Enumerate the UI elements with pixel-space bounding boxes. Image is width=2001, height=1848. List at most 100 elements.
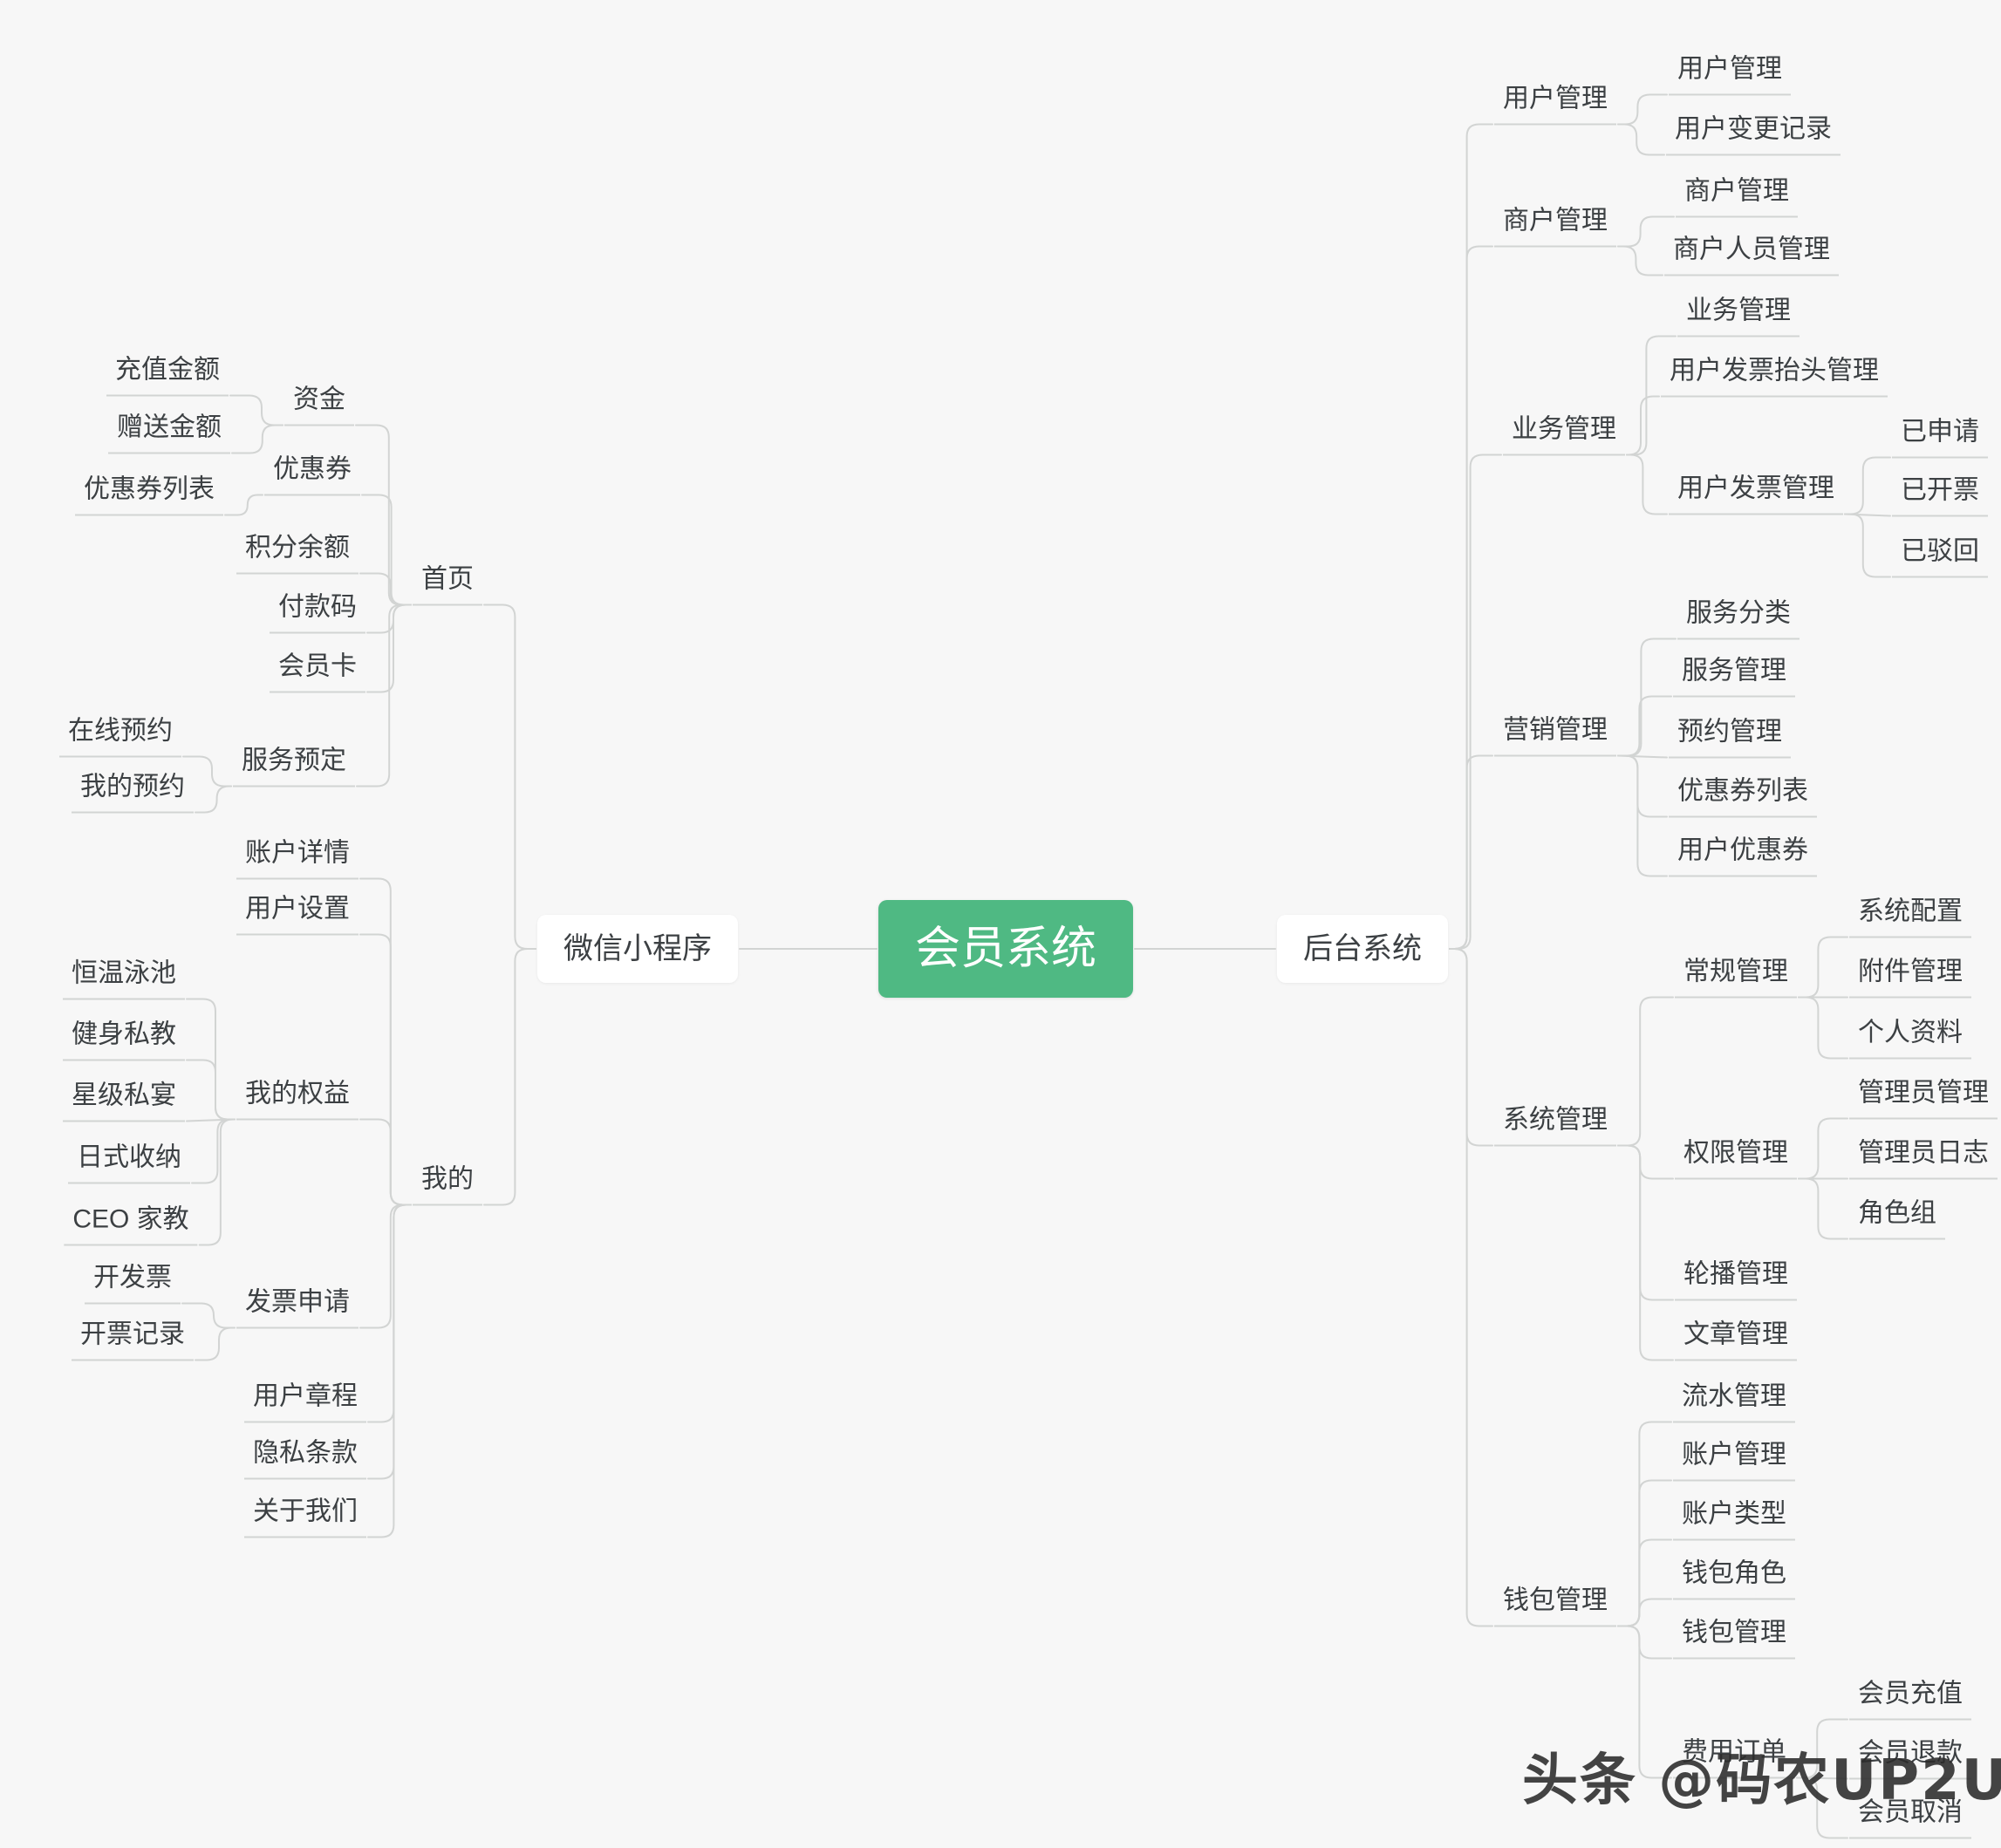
mindmap-node-be-market[interactable]: 营销管理 (1494, 717, 1616, 757)
mindmap-node-mer-mgmt[interactable]: 商户管理 (1676, 178, 1798, 218)
mindmap-node-mk-booking[interactable]: 预约管理 (1669, 719, 1791, 759)
mindmap-edge (1617, 1144, 1674, 1361)
mindmap-node-rights-tutor[interactable]: CEO 家教 (64, 1206, 198, 1246)
mindmap-edge (1617, 1598, 1672, 1627)
mindmap-node-inv-make[interactable]: 开发票 (85, 1265, 181, 1305)
mindmap-node-be-wallet[interactable]: 钱包管理 (1494, 1587, 1616, 1627)
mindmap-node-wal-role[interactable]: 钱包角色 (1673, 1560, 1795, 1600)
mindmap-node-home-paycode[interactable]: 付款码 (270, 594, 365, 634)
mindmap-edge (359, 572, 412, 606)
mindmap-edge (359, 877, 412, 1206)
mindmap-edge (186, 1118, 236, 1122)
mindmap-node-perm-log[interactable]: 管理员日志 (1849, 1140, 1998, 1180)
mindmap-node-sys-perm[interactable]: 权限管理 (1675, 1140, 1797, 1180)
mindmap-node-wx-home[interactable]: 首页 (413, 566, 482, 606)
mindmap-edge (1617, 1538, 1672, 1627)
mindmap-node-mine-settings[interactable]: 用户设置 (236, 896, 359, 936)
mindmap-node-home-points[interactable]: 积分余额 (236, 535, 359, 575)
mindmap-edge (1844, 513, 1891, 517)
mindmap-node-inv-issued[interactable]: 已开票 (1892, 477, 1988, 517)
mindmap-node-mine-privacy[interactable]: 隐私条款 (244, 1440, 366, 1480)
mindmap-node-biz-mgmt[interactable]: 业务管理 (1677, 297, 1800, 338)
mindmap-node-rights-pool[interactable]: 恒温泳池 (63, 960, 185, 1000)
mindmap-node-coupon-list[interactable]: 优惠券列表 (75, 476, 223, 516)
mindmap-edge (1617, 754, 1668, 759)
mindmap-node-mine-invoice[interactable]: 发票申请 (236, 1289, 359, 1329)
mindmap-node-home-memcard[interactable]: 会员卡 (270, 653, 365, 693)
mindmap-edge (1617, 638, 1677, 757)
mindmap-node-perm-role[interactable]: 角色组 (1849, 1200, 1945, 1240)
mindmap-node-mer-staff[interactable]: 商户人员管理 (1664, 236, 1839, 276)
mindmap-node-mine-rights[interactable]: 我的权益 (236, 1081, 359, 1121)
mindmap-edge (1617, 754, 1668, 818)
mindmap-edge (1617, 996, 1674, 1147)
mindmap-node-l1-backend[interactable]: 后台系统 (1277, 915, 1448, 983)
mindmap-node-wal-flow[interactable]: 流水管理 (1673, 1383, 1795, 1423)
mindmap-node-wal-wallet[interactable]: 钱包管理 (1673, 1620, 1795, 1660)
mindmap-node-inv-record[interactable]: 开票记录 (72, 1321, 194, 1361)
mindmap-node-perm-admin[interactable]: 管理员管理 (1849, 1080, 1998, 1120)
mindmap-node-wal-account[interactable]: 账户管理 (1673, 1442, 1795, 1482)
mindmap-edge (359, 1204, 412, 1329)
mindmap-node-be-business[interactable]: 业务管理 (1503, 416, 1625, 456)
mindmap-edge (355, 424, 412, 606)
mindmap-node-ord-refund[interactable]: 会员退款 (1849, 1740, 1971, 1780)
mindmap-node-rights-banquet[interactable]: 星级私宴 (63, 1082, 185, 1122)
mindmap-node-be-user[interactable]: 用户管理 (1494, 85, 1616, 126)
mindmap-node-sys-carousel[interactable]: 轮播管理 (1675, 1261, 1797, 1301)
mindmap-node-book-online[interactable]: 在线预约 (59, 718, 181, 758)
mindmap-node-wx-mine[interactable]: 我的 (413, 1166, 482, 1206)
mindmap-node-home-booking[interactable]: 服务预定 (233, 747, 355, 788)
mindmap-node-sys-article[interactable]: 文章管理 (1675, 1321, 1797, 1361)
mindmap-node-mk-service[interactable]: 服务管理 (1673, 658, 1795, 698)
mindmap-node-l1-wechat[interactable]: 微信小程序 (537, 915, 738, 983)
mindmap-node-root[interactable]: 会员系统 (878, 900, 1134, 998)
mindmap-node-user-mgmt[interactable]: 用户管理 (1669, 56, 1791, 96)
mindmap-node-mk-coupons[interactable]: 优惠券列表 (1669, 778, 1817, 818)
mindmap-edge (367, 1204, 412, 1480)
mindmap-node-mine-charter[interactable]: 用户章程 (244, 1383, 366, 1423)
mindmap-node-biz-invoice[interactable]: 用户发票管理 (1669, 475, 1843, 515)
mindmap-node-fund-recharge[interactable]: 充值金额 (106, 357, 229, 397)
mindmap-edge (1617, 1479, 1672, 1627)
mindmap-node-mine-about[interactable]: 关于我们 (244, 1498, 366, 1538)
mindmap-node-book-mine[interactable]: 我的预约 (72, 774, 194, 814)
mindmap-edge (1617, 93, 1668, 126)
mindmap-node-mine-account[interactable]: 账户详情 (236, 840, 359, 880)
mindmap-edge (1617, 695, 1672, 757)
mindmap-edge (1449, 453, 1502, 950)
mindmap-node-rights-fitness[interactable]: 健身私教 (63, 1021, 185, 1061)
mindmap-node-gen-attach[interactable]: 附件管理 (1849, 958, 1971, 999)
mindmap-node-fund-gift[interactable]: 赠送金额 (108, 414, 230, 454)
mindmap-edge (186, 1059, 236, 1121)
mindmap-edge (1798, 996, 1848, 1060)
mindmap-edge (361, 494, 412, 606)
mindmap-edge (483, 948, 536, 1206)
mindmap-node-inv-rejected[interactable]: 已驳回 (1892, 538, 1988, 578)
mindmap-node-be-merchant[interactable]: 商户管理 (1494, 208, 1616, 248)
mindmap-node-be-system[interactable]: 系统管理 (1494, 1107, 1616, 1147)
mindmap-node-inv-applied[interactable]: 已申请 (1892, 419, 1988, 459)
mindmap-node-ord-recharge[interactable]: 会员充值 (1849, 1681, 1971, 1721)
mindmap-node-home-coupon[interactable]: 优惠券 (264, 456, 360, 496)
mindmap-node-ord-cancel[interactable]: 会员取消 (1849, 1799, 1971, 1839)
mindmap-edge (366, 603, 412, 693)
mindmap-node-wal-orders[interactable]: 费用订单 (1673, 1739, 1795, 1779)
mindmap-edge (1617, 1625, 1672, 1660)
mindmap-edge (191, 1118, 236, 1184)
mindmap-node-gen-config[interactable]: 系统配置 (1849, 898, 1971, 938)
mindmap-node-wal-acctype[interactable]: 账户类型 (1673, 1501, 1795, 1541)
mindmap-node-sys-general[interactable]: 常规管理 (1675, 958, 1797, 999)
mindmap-edge (367, 1204, 412, 1538)
mindmap-node-user-change[interactable]: 用户变更记录 (1666, 116, 1841, 156)
mindmap-node-biz-title[interactable]: 用户发票抬头管理 (1661, 358, 1888, 398)
mindmap-node-gen-profile[interactable]: 个人资料 (1849, 1019, 1971, 1060)
mindmap-edge (359, 933, 412, 1206)
mindmap-edge (229, 394, 283, 426)
mindmap-node-rights-storage[interactable]: 日式收纳 (68, 1144, 190, 1184)
mindmap-node-mk-category[interactable]: 服务分类 (1677, 600, 1800, 640)
mindmap-edge (366, 603, 412, 634)
mindmap-node-mk-usercoupon[interactable]: 用户优惠券 (1669, 837, 1817, 877)
mindmap-node-home-fund[interactable]: 资金 (284, 386, 354, 426)
